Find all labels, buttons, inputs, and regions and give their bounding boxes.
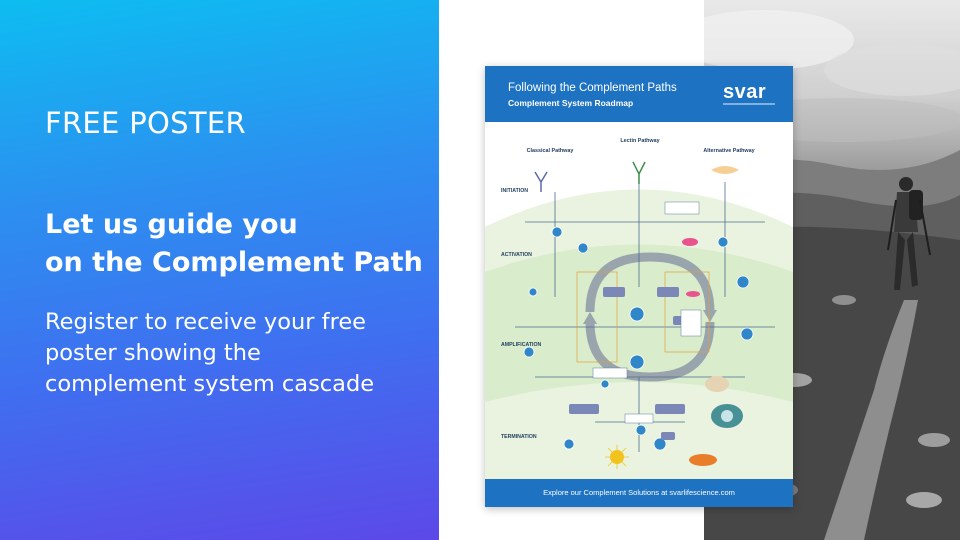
alternative-pathway-label: Alternative Pathway (703, 148, 755, 154)
body-line: Register to receive your free (45, 309, 367, 335)
lectin-pathway-label: Lectin Pathway (620, 138, 660, 144)
poster-footer: Explore our Complement Solutions at svar… (485, 479, 793, 507)
hiker-figure (887, 177, 931, 290)
stage-initiation: INITIATION (501, 188, 528, 194)
promo-body: Register to receive your free poster sho… (45, 307, 430, 400)
hiker-photo (704, 0, 960, 540)
stage-termination: TERMINATION (501, 434, 537, 440)
body-line: poster showing the (45, 340, 261, 366)
stage-amplification: AMPLIFICATION (501, 342, 542, 348)
poster-footer-text: Explore our Complement Solutions at svar… (543, 488, 735, 497)
logo-tagline (723, 103, 775, 105)
poster-diagram: Classical Pathway Lectin Pathway Alterna… (485, 122, 793, 479)
poster-title: Following the Complement Paths (508, 82, 677, 94)
headline: Let us guide you on the Complement Path (45, 206, 425, 282)
body-line: complement system cascade (45, 371, 375, 397)
poster-header: Following the Complement Paths Complemen… (485, 66, 793, 122)
poster-preview: Following the Complement Paths Complemen… (485, 66, 793, 507)
pathway-diagram (485, 161, 793, 479)
headline-line: on the Complement Path (45, 247, 423, 278)
eyebrow-label: FREE POSTER (45, 106, 246, 140)
svar-logo: svar (723, 81, 767, 103)
poster-subtitle: Complement System Roadmap (508, 98, 634, 108)
promo-panel: FREE POSTER Let us guide you on the Comp… (0, 0, 439, 540)
headline-line: Let us guide you (45, 209, 298, 240)
stage-activation: ACTIVATION (501, 252, 532, 258)
classical-pathway-label: Classical Pathway (526, 148, 574, 154)
